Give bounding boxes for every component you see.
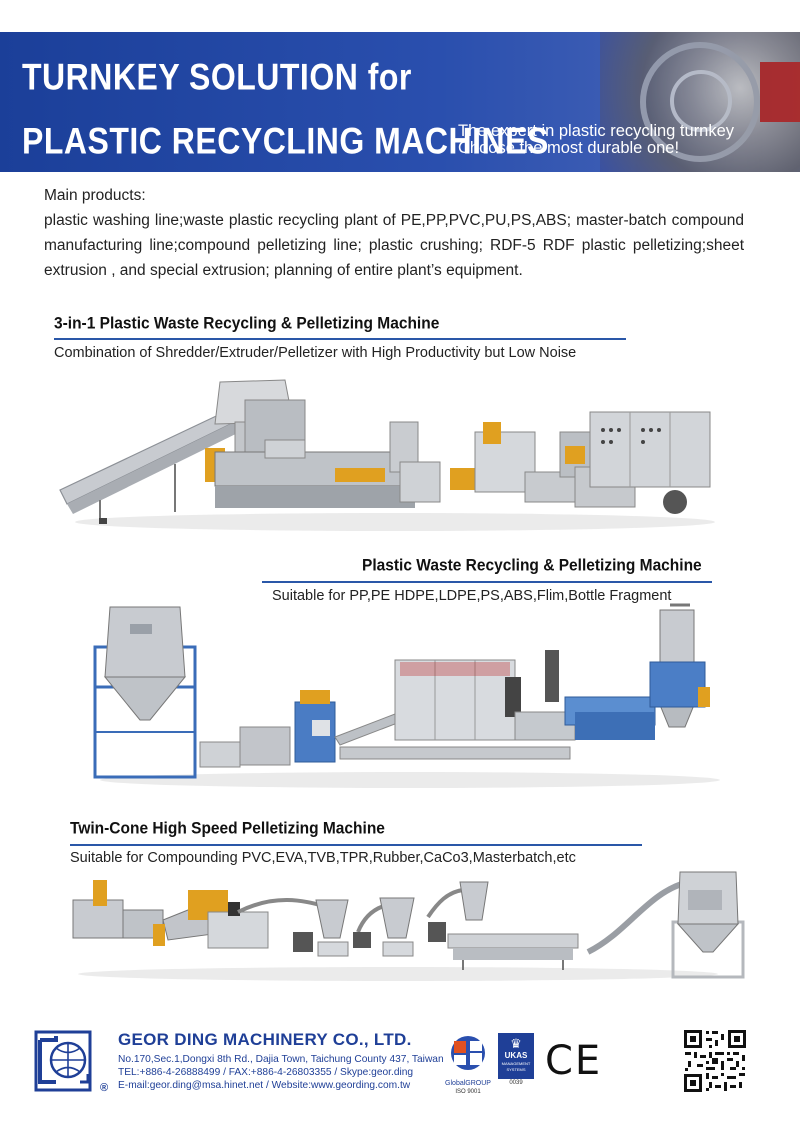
company-name: GEOR DING MACHINERY CO., LTD.: [118, 1030, 412, 1049]
machine2-illustration: [93, 603, 720, 788]
globalgroup-iso: ISO 9001: [455, 1089, 481, 1095]
section3-title: Twin-Cone High Speed Pelletizing Machine: [70, 819, 385, 838]
company-logo-icon: [34, 1030, 92, 1092]
main-products-body: plastic washing line;waste plastic recyc…: [44, 212, 744, 279]
ukas-sub: MANAGEMENT SYSTEMS: [501, 1061, 531, 1072]
section3-subtitle: Suitable for Compounding PVC,EVA,TVB,TPR…: [70, 850, 576, 866]
main-products-intro: Main products: plastic washing line;wast…: [44, 183, 744, 283]
section3-rule: [70, 844, 642, 846]
globalgroup-cert-icon: GlobalGROUP ISO 9001: [444, 1033, 492, 1095]
section1-subtitle: Combination of Shredder/Extruder/Pelleti…: [54, 345, 577, 361]
tagline-line1: The expert in plastic recycling turnkey: [458, 122, 735, 140]
ukas-code: 0039: [509, 1080, 523, 1086]
section1-rule: [54, 338, 626, 340]
header-banner: TURNKEY SOLUTION for PLASTIC RECYCLING M…: [0, 32, 800, 172]
company-email: E-mail:geor.ding@msa.hinet.net / Website…: [118, 1080, 411, 1091]
section1-title: 3-in-1 Plastic Waste Recycling & Pelleti…: [54, 314, 440, 333]
qr-code-icon: [682, 1028, 748, 1094]
main-products-heading: Main products:: [44, 187, 146, 204]
banner-machine-photo: [600, 32, 800, 172]
machine1-illustration: [59, 379, 715, 531]
ce-mark-icon: CE: [545, 1038, 603, 1084]
banner-tagline: The expert in plastic recycling turnkey …: [458, 123, 734, 157]
machine3-illustration: [72, 871, 745, 981]
company-address: No.170,Sec.1,Dongxi 8th Rd., Dajia Town,…: [118, 1054, 444, 1065]
tagline-line2: Choose the most durable one!: [458, 139, 680, 157]
banner-title-line2: PLASTIC RECYCLING MACHINES: [22, 120, 549, 162]
section2-title: Plastic Waste Recycling & Pelletizing Ma…: [362, 556, 702, 575]
company-phone: TEL:+886-4-26888499 / FAX:+886-4-2680335…: [118, 1067, 414, 1078]
globalgroup-label: GlobalGROUP: [445, 1080, 491, 1087]
banner-title-line1: TURNKEY SOLUTION for: [22, 56, 412, 98]
section2-subtitle: Suitable for PP,PE HDPE,LDPE,PS,ABS,Flim…: [272, 588, 672, 604]
registered-mark: ®: [100, 1082, 109, 1094]
company-contact: No.170,Sec.1,Dongxi 8th Rd., Dajia Town,…: [118, 1053, 444, 1092]
ukas-label: UKAS: [504, 1051, 528, 1060]
ukas-cert-icon: ♛ UKAS MANAGEMENT SYSTEMS 0039: [498, 1033, 534, 1093]
section2-rule: [262, 581, 712, 583]
